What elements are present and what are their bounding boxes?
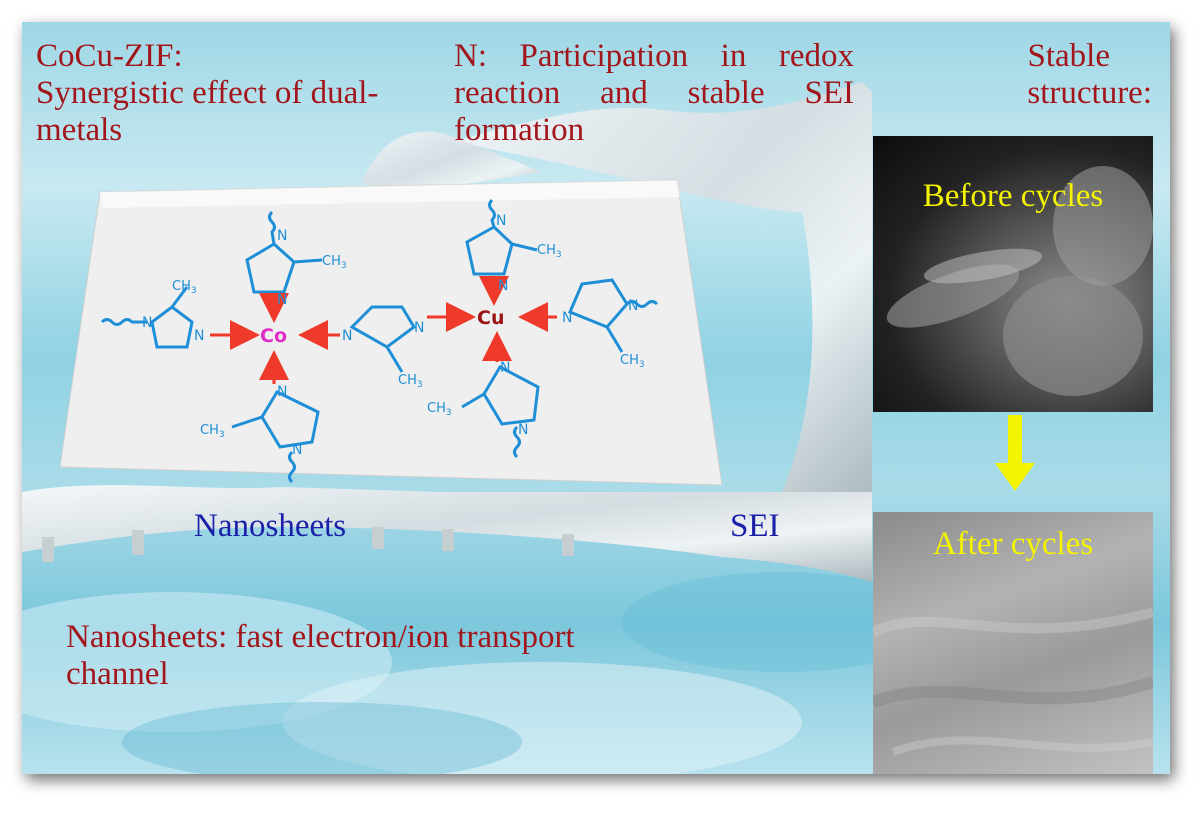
n-label: N <box>142 315 152 331</box>
co-label: Co <box>260 325 287 347</box>
n-label: N <box>500 360 510 376</box>
down-arrow-icon <box>995 415 1035 491</box>
ch3-label: CH3 <box>398 373 423 390</box>
n-label: N <box>414 320 424 336</box>
ch3-label: CH3 <box>537 243 562 260</box>
sem-image-before: Before cycles <box>873 136 1153 412</box>
imidazole-bottom-cu <box>461 365 540 459</box>
nitrogen-role-label: N: Participation in redox reaction and s… <box>454 38 854 148</box>
imidazole-left <box>100 286 194 349</box>
n-label: N <box>562 310 572 326</box>
cocu-zif-label: CoCu-ZIF: Synergistic effect of dual-met… <box>36 38 379 148</box>
imidazole-right-cu <box>568 278 659 353</box>
sei-sheet-top <box>452 82 872 492</box>
ch3-label: CH3 <box>322 254 347 271</box>
imidazole-top-cu <box>465 198 538 276</box>
imidazole-middle <box>349 305 416 373</box>
ch3-label: CH3 <box>200 423 225 440</box>
nanosheets-description: Nanosheets: fast electron/ion transport … <box>66 619 575 692</box>
n-label: N <box>292 442 302 458</box>
sei-label: SEI <box>730 508 780 544</box>
sheet-supports <box>42 527 574 562</box>
n-label: N <box>194 328 204 344</box>
figure-frame: N N N N N N N N N N N N N N CH3 CH3 CH3 … <box>22 22 1170 774</box>
n-label: N <box>498 278 508 294</box>
cu-label: Cu <box>477 307 504 329</box>
imidazole-top-co <box>245 210 323 294</box>
n-label: N <box>277 292 287 308</box>
imidazole-bottom-co <box>231 390 320 484</box>
sei-sheet <box>22 485 872 582</box>
before-cycles-label: Before cycles <box>922 178 1104 214</box>
ch3-label: CH3 <box>427 401 452 418</box>
sem-image-after: After cycles <box>873 512 1153 774</box>
after-cycles-label: After cycles <box>932 526 1094 562</box>
n-label: N <box>496 213 506 229</box>
zif-structure: N N N N N N N N N N N N N N CH3 CH3 CH3 … <box>100 198 659 484</box>
n-label: N <box>518 422 528 438</box>
n-label: N <box>277 384 287 400</box>
ch3-label: CH3 <box>620 353 645 370</box>
nanosheets-label: Nanosheets <box>194 508 347 544</box>
n-label: N <box>628 298 638 314</box>
ch3-label: CH3 <box>172 279 197 296</box>
n-label: N <box>342 328 352 344</box>
background-art <box>22 82 942 774</box>
n-label: N <box>277 228 287 244</box>
stable-structure-label: Stable structure: <box>1027 38 1152 111</box>
